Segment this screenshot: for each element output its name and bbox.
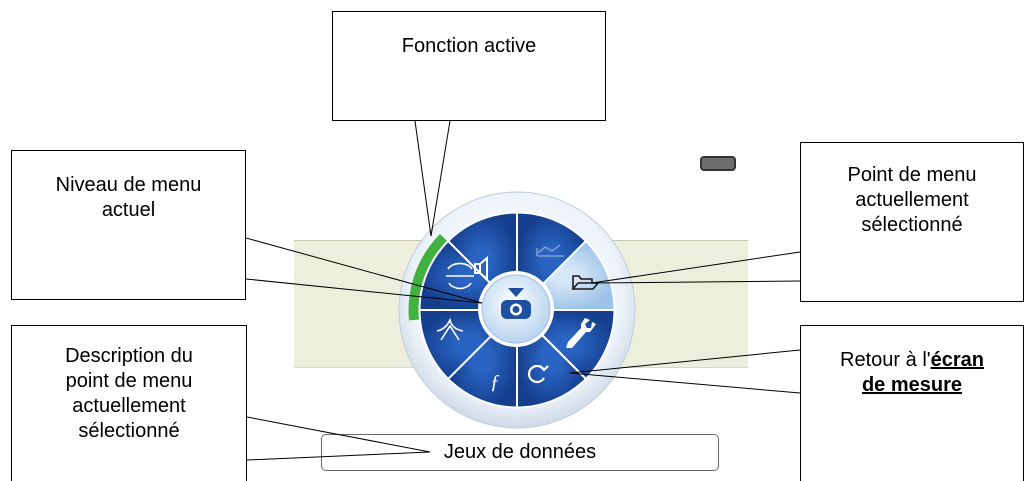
- callout-desc-line2: point de menu: [65, 370, 193, 392]
- active-function-arc: [408, 234, 448, 321]
- callout-point-line1: Point de menu: [847, 164, 977, 186]
- network-icon: [436, 317, 464, 341]
- leader-point-bottom: [591, 280, 801, 284]
- leader-desc-bottom: [246, 451, 431, 461]
- leader-fonction-right: [430, 120, 451, 237]
- return-icon: [527, 364, 549, 384]
- graph-icon: [536, 244, 564, 257]
- leader-point-top: [591, 251, 801, 284]
- svg-text:ƒ: ƒ: [490, 371, 500, 393]
- callout-niveau-line2: actuel: [101, 199, 156, 221]
- callout-fonction-text: Fonction active: [401, 35, 537, 57]
- callout-retour-prefix: Retour à l': [840, 349, 931, 371]
- leader-niveau-top: [245, 237, 483, 304]
- wrench-icon: [566, 318, 596, 348]
- leader-desc-top: [246, 416, 431, 453]
- callout-retour-bold1: écran: [930, 349, 984, 371]
- function-icon: ƒ: [490, 371, 500, 393]
- probe-icon: [446, 262, 474, 290]
- callout-desc-line1: Description du: [65, 345, 193, 367]
- callout-fonction-active: Fonction active: [332, 11, 606, 121]
- callout-description: Description du point de menu actuellemen…: [11, 325, 247, 481]
- callout-point-line2: actuellement: [855, 189, 969, 211]
- speaker-icon: [474, 255, 488, 282]
- callout-point-line3: sélectionné: [861, 214, 963, 236]
- callout-retour-line1: Retour à l'écran: [840, 348, 984, 373]
- leader-niveau-bottom: [245, 278, 483, 304]
- battery-icon: [700, 156, 736, 171]
- callout-point-menu: Point de menu actuellement sélectionné: [800, 142, 1024, 302]
- callout-niveau-menu: Niveau de menu actuel: [11, 150, 246, 300]
- callout-retour-bold2: de mesure: [861, 374, 963, 396]
- callout-niveau-line1: Niveau de menu: [55, 174, 202, 196]
- device-icon: [501, 288, 531, 319]
- callout-desc-line3: actuellement: [72, 395, 186, 417]
- leader-retour-top: [569, 349, 801, 374]
- callout-retour: Retour à l'écran de mesure: [800, 325, 1024, 481]
- leader-retour-bottom: [569, 372, 801, 394]
- description-field: Jeux de données: [321, 434, 719, 471]
- callout-desc-line4: sélectionné: [78, 420, 180, 442]
- leader-fonction-left: [414, 120, 432, 237]
